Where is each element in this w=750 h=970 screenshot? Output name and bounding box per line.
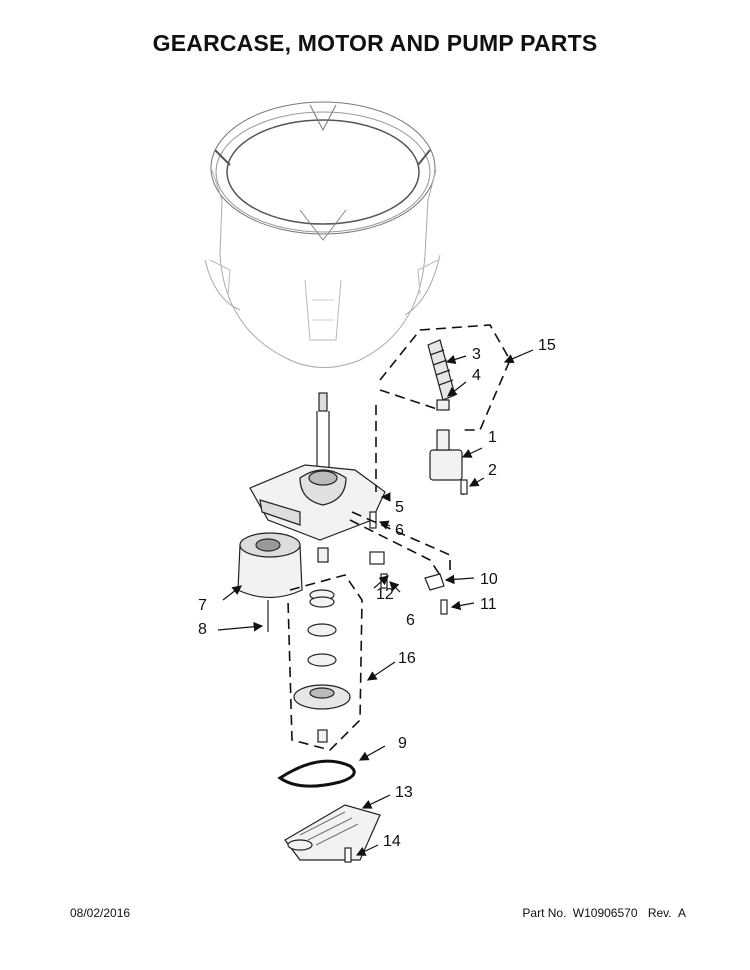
callout-12: 12 xyxy=(376,586,394,603)
callout-4: 4 xyxy=(472,367,481,384)
page-title: GEARCASE, MOTOR AND PUMP PARTS xyxy=(152,30,598,56)
callout-6b: 6 xyxy=(406,612,415,629)
callout-11: 11 xyxy=(480,596,497,613)
pump-drawing xyxy=(427,339,464,495)
callout-8: 8 xyxy=(198,621,207,638)
callout-3: 3 xyxy=(472,346,481,363)
callout-1: 1 xyxy=(488,429,497,446)
rev-label: Rev. xyxy=(647,906,672,920)
callout-13: 13 xyxy=(395,784,413,801)
part-no-value: W10906570 xyxy=(572,906,638,920)
shaft-drawing xyxy=(316,392,330,470)
screws-drawing xyxy=(344,479,468,863)
clutch-stack-drawing xyxy=(293,547,351,743)
callout-10: 10 xyxy=(480,571,498,588)
callout-leaders xyxy=(217,349,534,856)
gearcase-drawing xyxy=(249,464,386,541)
part-no-label: Part No. xyxy=(522,906,567,920)
callout-15: 15 xyxy=(538,337,556,354)
shield-drawing xyxy=(284,804,381,861)
callout-7: 7 xyxy=(198,597,207,614)
callout-2: 2 xyxy=(488,462,497,479)
callout-14: 14 xyxy=(383,833,401,850)
footer-part-info: Part No. W10906570 Rev. A xyxy=(519,906,686,920)
footer-date: 08/02/2016 xyxy=(70,906,131,920)
callout-9: 9 xyxy=(398,735,407,752)
outer-tub-drawing xyxy=(204,101,441,368)
callout-16: 16 xyxy=(398,650,416,667)
callout-6a: 6 xyxy=(395,522,404,539)
rev-value: A xyxy=(677,906,686,920)
motor-drawing xyxy=(237,532,303,632)
belt-drawing xyxy=(277,759,356,788)
callout-5: 5 xyxy=(395,499,404,516)
